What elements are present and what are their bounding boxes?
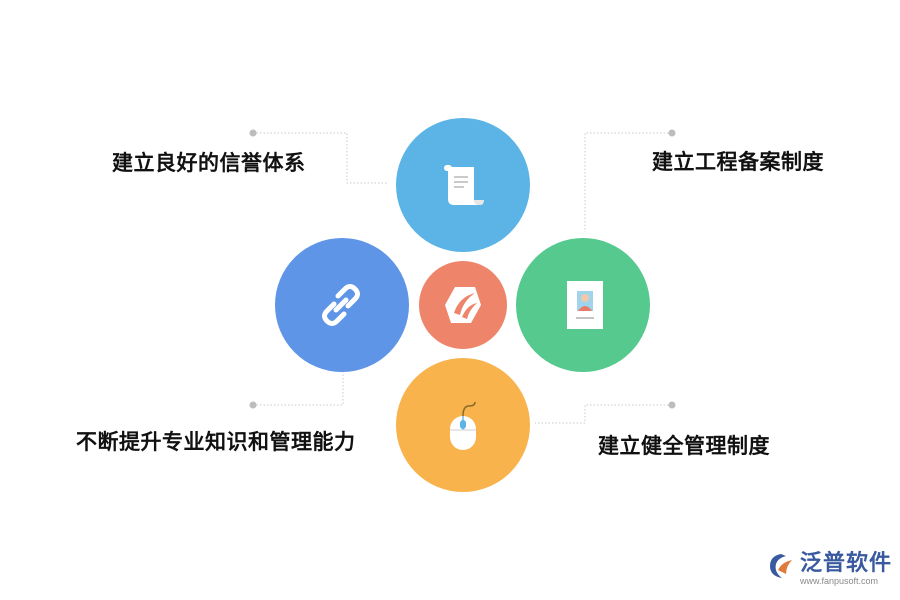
- brand-name: 泛普软件: [800, 551, 893, 576]
- brand-url: www.fanpusoft.com: [800, 576, 879, 586]
- mouse-icon: [450, 401, 476, 450]
- brand-logo-icon: [445, 287, 481, 323]
- label-bottom-right: 建立健全管理制度: [598, 434, 770, 458]
- document-photo-icon: [567, 281, 603, 329]
- dot-top-left: [249, 129, 257, 137]
- brand-watermark: 泛普软件 www.fanpusoft.com: [766, 552, 892, 587]
- label-top-right: 建立工程备案制度: [652, 150, 824, 174]
- label-bottom-left: 不断提升专业知识和管理能力: [76, 430, 356, 454]
- dot-top-right: [668, 129, 676, 137]
- dot-bottom-right: [668, 401, 676, 409]
- scroll-icon: [444, 165, 484, 205]
- label-top-left: 建立良好的信誉体系: [112, 151, 306, 175]
- dot-bottom-left: [249, 401, 257, 409]
- link-icon: [322, 284, 360, 326]
- fanpu-logo-icon: [770, 554, 792, 578]
